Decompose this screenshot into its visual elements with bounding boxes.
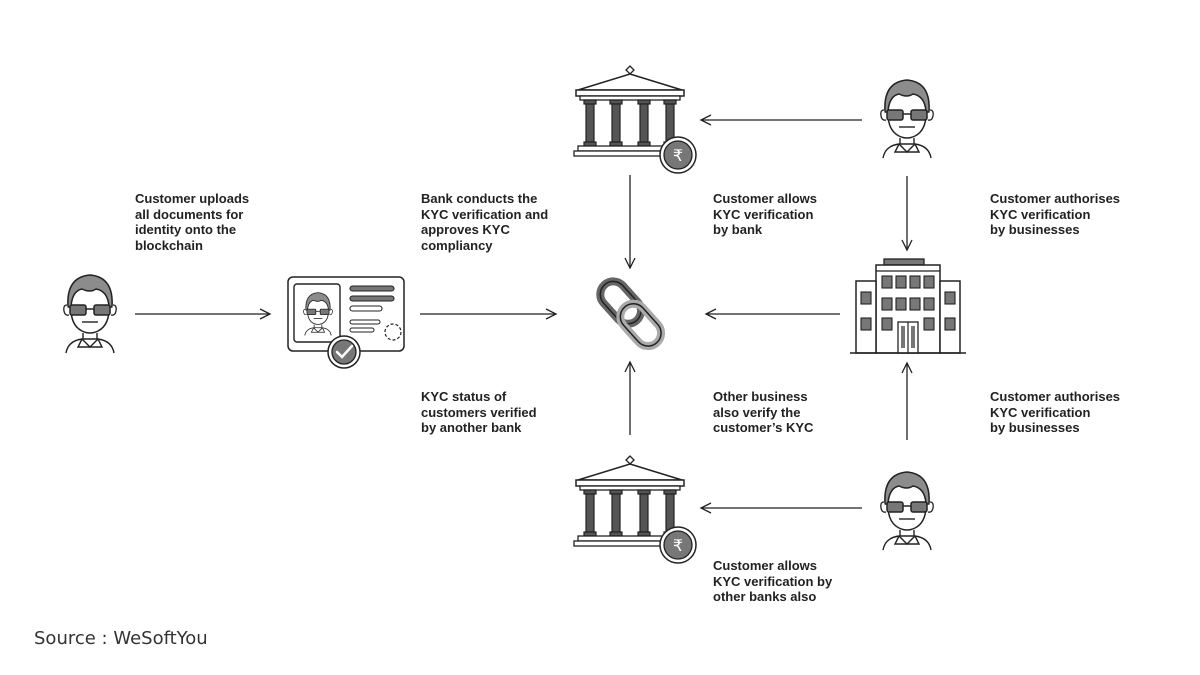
id-card-verified-icon bbox=[287, 276, 405, 369]
label-bank-conducts: Bank conducts the KYC verification and a… bbox=[421, 191, 549, 253]
customer-top-right-person-icon bbox=[880, 79, 934, 159]
label-other-business: Other business also verify the customer’… bbox=[713, 389, 814, 435]
bank-bottom-icon bbox=[573, 455, 697, 564]
source-caption: Source : WeSoftYou bbox=[34, 628, 208, 649]
office-building-icon bbox=[850, 258, 966, 354]
label-customer-allows-bank: Customer allows KYC verification by bank bbox=[713, 191, 818, 237]
customer-bottom-right-person-icon bbox=[880, 471, 934, 551]
chain-link-icon bbox=[596, 277, 666, 351]
label-kyc-status: KYC status of customers verified by anot… bbox=[421, 389, 537, 435]
flow-arrows bbox=[135, 114, 913, 514]
bank-top-icon bbox=[573, 65, 697, 174]
label-customer-uploads: Customer uploads all documents for ident… bbox=[135, 191, 250, 253]
customer-person-icon bbox=[63, 274, 117, 354]
label-customer-authorises-bottom: Customer authorises KYC verification by … bbox=[990, 389, 1121, 435]
label-customer-allows-other-banks: Customer allows KYC verification by othe… bbox=[713, 558, 833, 604]
label-customer-authorises-top: Customer authorises KYC verification by … bbox=[990, 191, 1121, 237]
